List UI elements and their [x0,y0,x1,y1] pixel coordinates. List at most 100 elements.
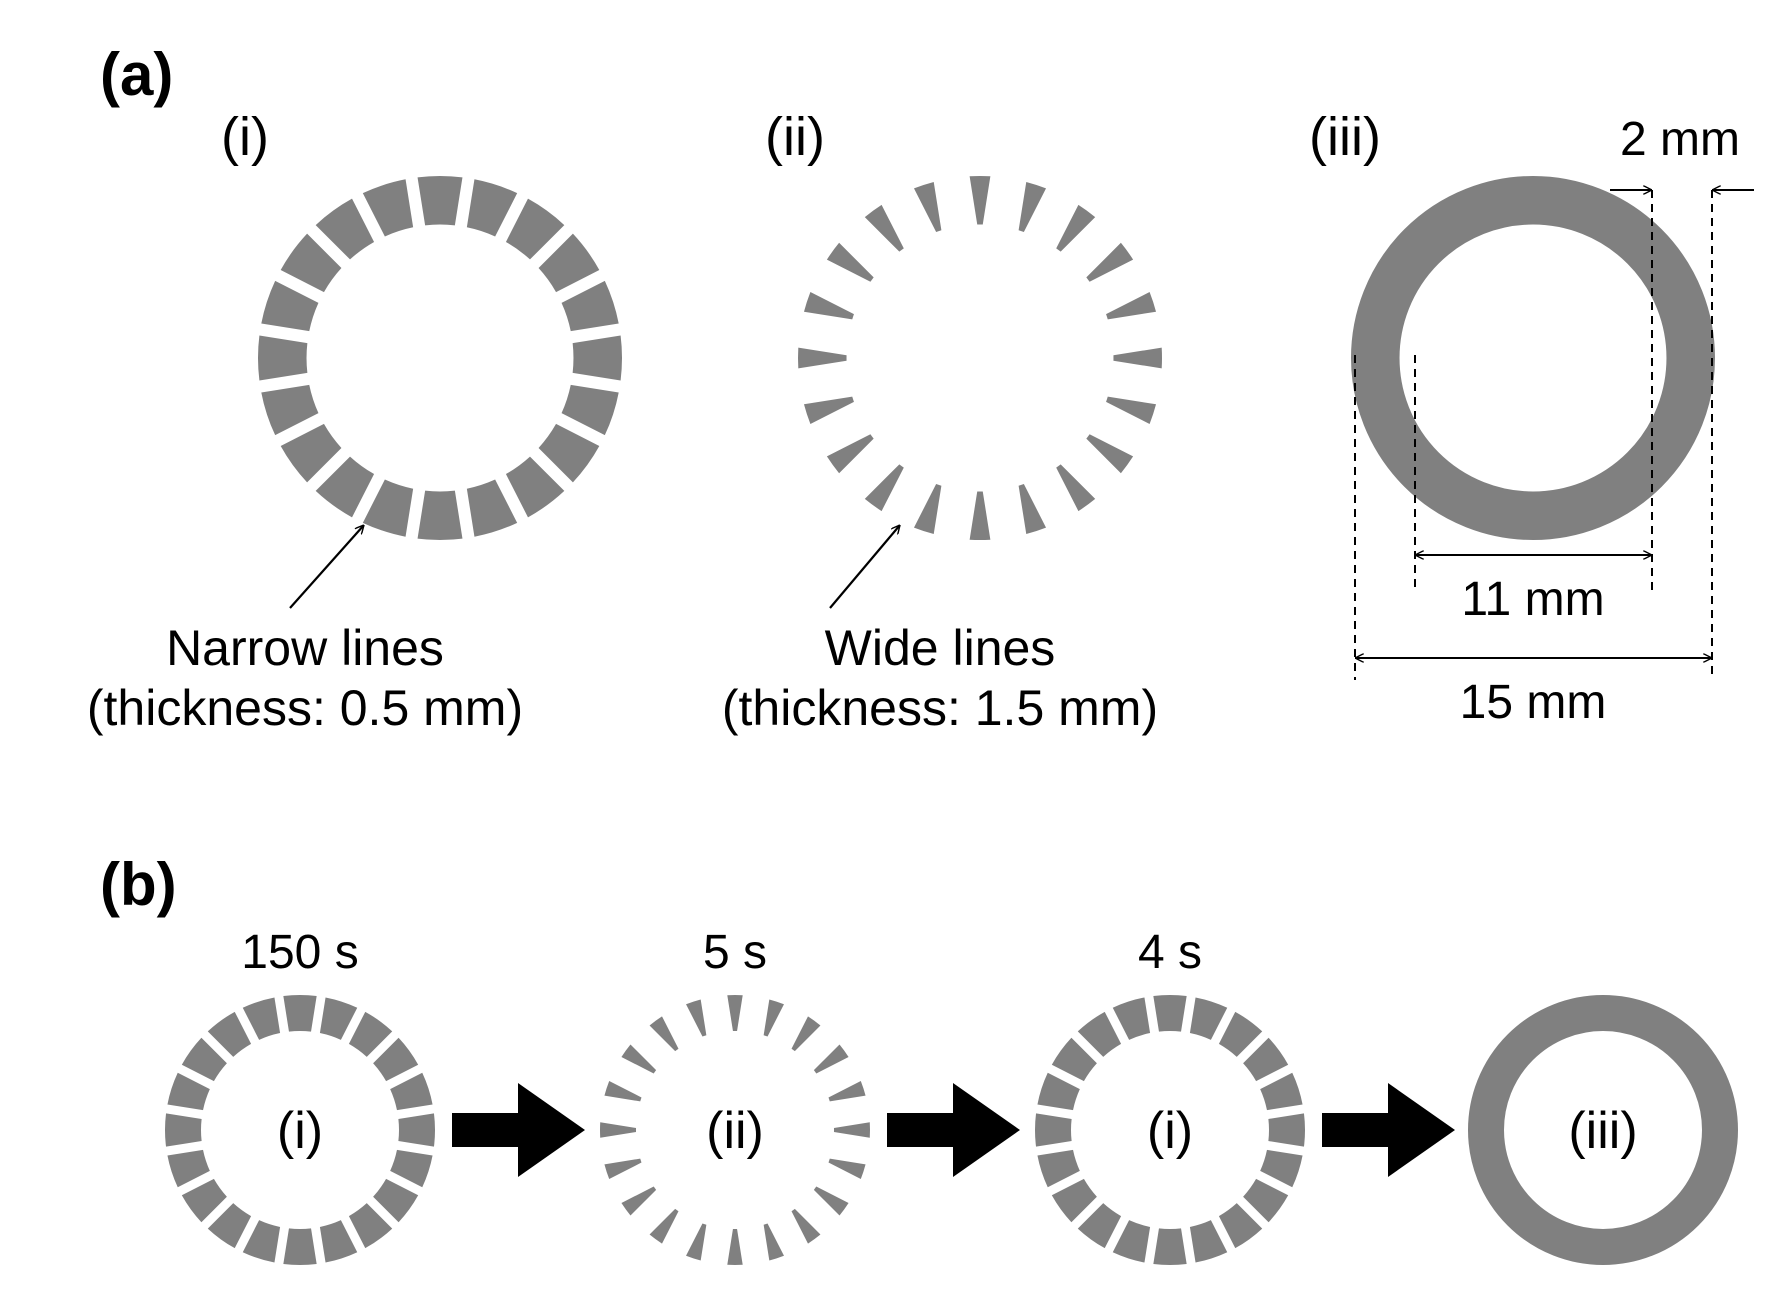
ring-segment [1218,1011,1263,1057]
ring-segment [315,198,375,260]
ring-segment [319,1220,358,1263]
ring-segment [1051,1178,1097,1223]
ring-segment [864,204,904,252]
solid-ring-band [1350,176,1715,540]
step-1-pattern-label: (i) [277,1102,323,1160]
ring-segment [1051,1037,1097,1082]
ring-segment [727,995,743,1032]
ring-segment [1112,1220,1151,1263]
ring-segment [181,1037,227,1082]
ring-segment [763,999,784,1037]
step-2-duration: 5 s [703,926,767,979]
ring-segment [417,490,463,541]
ring-segment [833,1122,870,1138]
ring-segment [280,423,342,483]
ring-segment [1243,1037,1289,1082]
ring-segment [864,464,904,512]
ring-segment [1056,204,1096,252]
ring-segment [242,997,281,1040]
ring-segment [791,1016,821,1052]
ring-segment [373,1178,419,1223]
ring-segment [167,1072,210,1111]
ring-segment [649,1016,679,1052]
ring-segment [1260,1149,1303,1188]
ring-segment [649,1208,679,1244]
ring-segment [727,1228,743,1265]
ring-segment [1037,1149,1080,1188]
ring-segment [621,1044,657,1074]
ring-segment [181,1178,227,1223]
ring-segment [505,456,565,518]
ring-segment [1077,1203,1122,1249]
ring-segment [283,994,317,1032]
ring-segment [466,479,518,537]
ring-segment [1056,464,1096,512]
subfigure-label-iii: (iii) [1309,107,1381,167]
step-4-pattern-label: (iii) [1568,1102,1637,1160]
ring-segment [1018,484,1047,535]
ring-segment [604,1081,642,1102]
sequence-ring-2 [600,995,870,1265]
ring-segment [283,1228,317,1266]
ring-segment [417,175,463,226]
ring-segment [969,176,991,225]
ring-segment [1106,291,1157,320]
subfigure-label-i: (i) [221,107,269,167]
caption-wide-thickness: (thickness: 1.5 mm) [722,680,1158,736]
ring-segment [686,1223,707,1261]
ring-segment [828,1158,866,1179]
caption-narrow-lines: Narrow lines [166,620,444,676]
ring-segment [280,233,342,293]
ring-segment [373,1037,419,1082]
ring-segment [348,1011,393,1057]
ring-segment [167,1149,210,1188]
panel-b-label: (b) [100,851,177,918]
dimension-ring-width: 2 mm [1620,113,1740,166]
ring-segment [1113,347,1162,369]
ring-segment [1037,1072,1080,1111]
ring-segment [1106,396,1157,425]
ring-segment [798,347,847,369]
ring-segment [1153,994,1187,1032]
ring-segment [362,179,414,237]
ring-segment [538,423,600,483]
ring-segment [1189,997,1228,1040]
caption-narrow-thickness: (thickness: 0.5 mm) [87,680,523,736]
ring-segment [164,1113,202,1147]
dimension-lines [1354,190,1754,680]
wide-lines-pointer-arrow [829,525,900,609]
sequence-ring-1 [164,994,436,1266]
sequence-arrow-3 [1322,1083,1455,1177]
sequence-ring-4 [1468,995,1738,1265]
ring-segment [621,1186,657,1216]
panel-b: (b) 150 s 5 s 4 s (i) (ii) (i) (iii) [100,851,1738,1266]
ring-solid [1350,176,1715,540]
sequence-ring-3 [1034,994,1306,1266]
panel-a: (a) (i) (ii) (iii) Narrow lines (thickne… [87,41,1754,736]
ring-segment [1153,1228,1187,1266]
dimension-outer-diameter: 15 mm [1460,676,1607,729]
subfigure-label-ii: (ii) [765,107,825,167]
ring-segment [1034,1113,1072,1147]
ring-segment [803,396,854,425]
caption-wide-lines: Wide lines [825,620,1056,676]
ring-segment [1077,1011,1122,1057]
ring-segment [261,280,319,332]
ring-segment [813,1186,849,1216]
ring-segment [207,1203,252,1249]
ring-segment [1189,1220,1228,1263]
step-2-pattern-label: (ii) [706,1102,764,1160]
ring-segment [538,233,600,293]
dimension-inner-diameter: 11 mm [1461,573,1604,626]
sequence-arrow-1 [452,1083,585,1177]
ring-segment [466,179,518,237]
ring-segment [1260,1072,1303,1111]
ring-segment [813,1044,849,1074]
ring-segment [390,1072,433,1111]
solid-ring-band [1468,995,1738,1265]
panel-a-label: (a) [100,41,173,108]
ring-segment [261,384,319,436]
ring-segment [604,1158,642,1179]
ring-segment [1018,181,1047,232]
